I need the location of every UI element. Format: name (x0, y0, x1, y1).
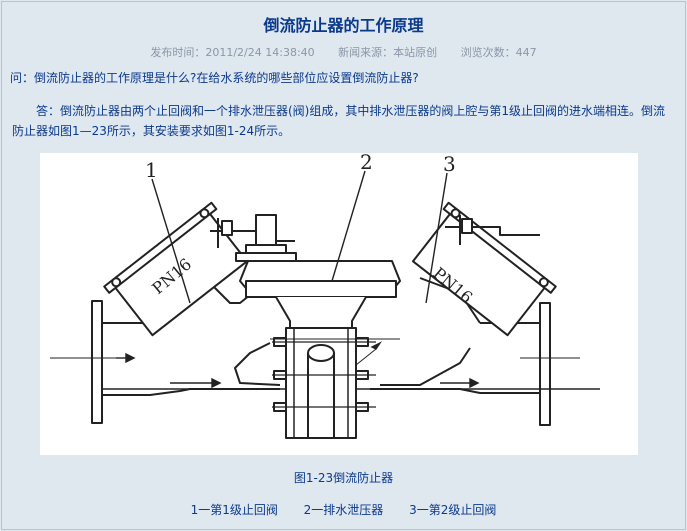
callout-1: 1 (145, 158, 158, 182)
question-text: 问：倒流防止器的工作原理是什么?在给水系统的哪些部位应设置倒流防止器? (10, 71, 419, 85)
left-flange (91, 300, 103, 424)
legend-item-3: 3一第2级止回阀 (409, 503, 497, 517)
figure-caption: 图1-23倒流防止器 (293, 471, 394, 485)
callout-2: 2 (360, 153, 373, 174)
article-meta: 发布时间：2011/2/24 14:38:40 新闻来源：本站原创 浏览次数：4… (0, 44, 687, 60)
news-source: 新闻来源：本站原创 (338, 46, 438, 59)
right-flange (539, 302, 551, 426)
relief-valve-cap (255, 214, 277, 246)
answer-text: 答：倒流防止器由两个止回阀和一个排水泄压器(阀)组成，其中排水泄压器的阀上腔与第… (12, 104, 666, 138)
legend-item-2: 2一排水泄压器 (303, 503, 384, 517)
publish-time: 发布时间：2011/2/24 14:38:40 (150, 46, 315, 59)
valve-diagram-svg: 1 2 3 PN16 PN16 (50, 150, 600, 439)
valve-diagram: 1 2 3 PN16 PN16 (40, 150, 638, 455)
page-title: 倒流防止器的工作原理 (263, 16, 424, 35)
callout-3: 3 (443, 153, 456, 176)
figure-legend: 1一第1级止回阀 2一排水泄压器 3一第2级止回阀 (0, 501, 687, 518)
legend-item-1: 1一第1级止回阀 (190, 503, 278, 517)
view-count: 浏览次数：447 (460, 46, 537, 59)
second-check-valve (412, 201, 557, 337)
